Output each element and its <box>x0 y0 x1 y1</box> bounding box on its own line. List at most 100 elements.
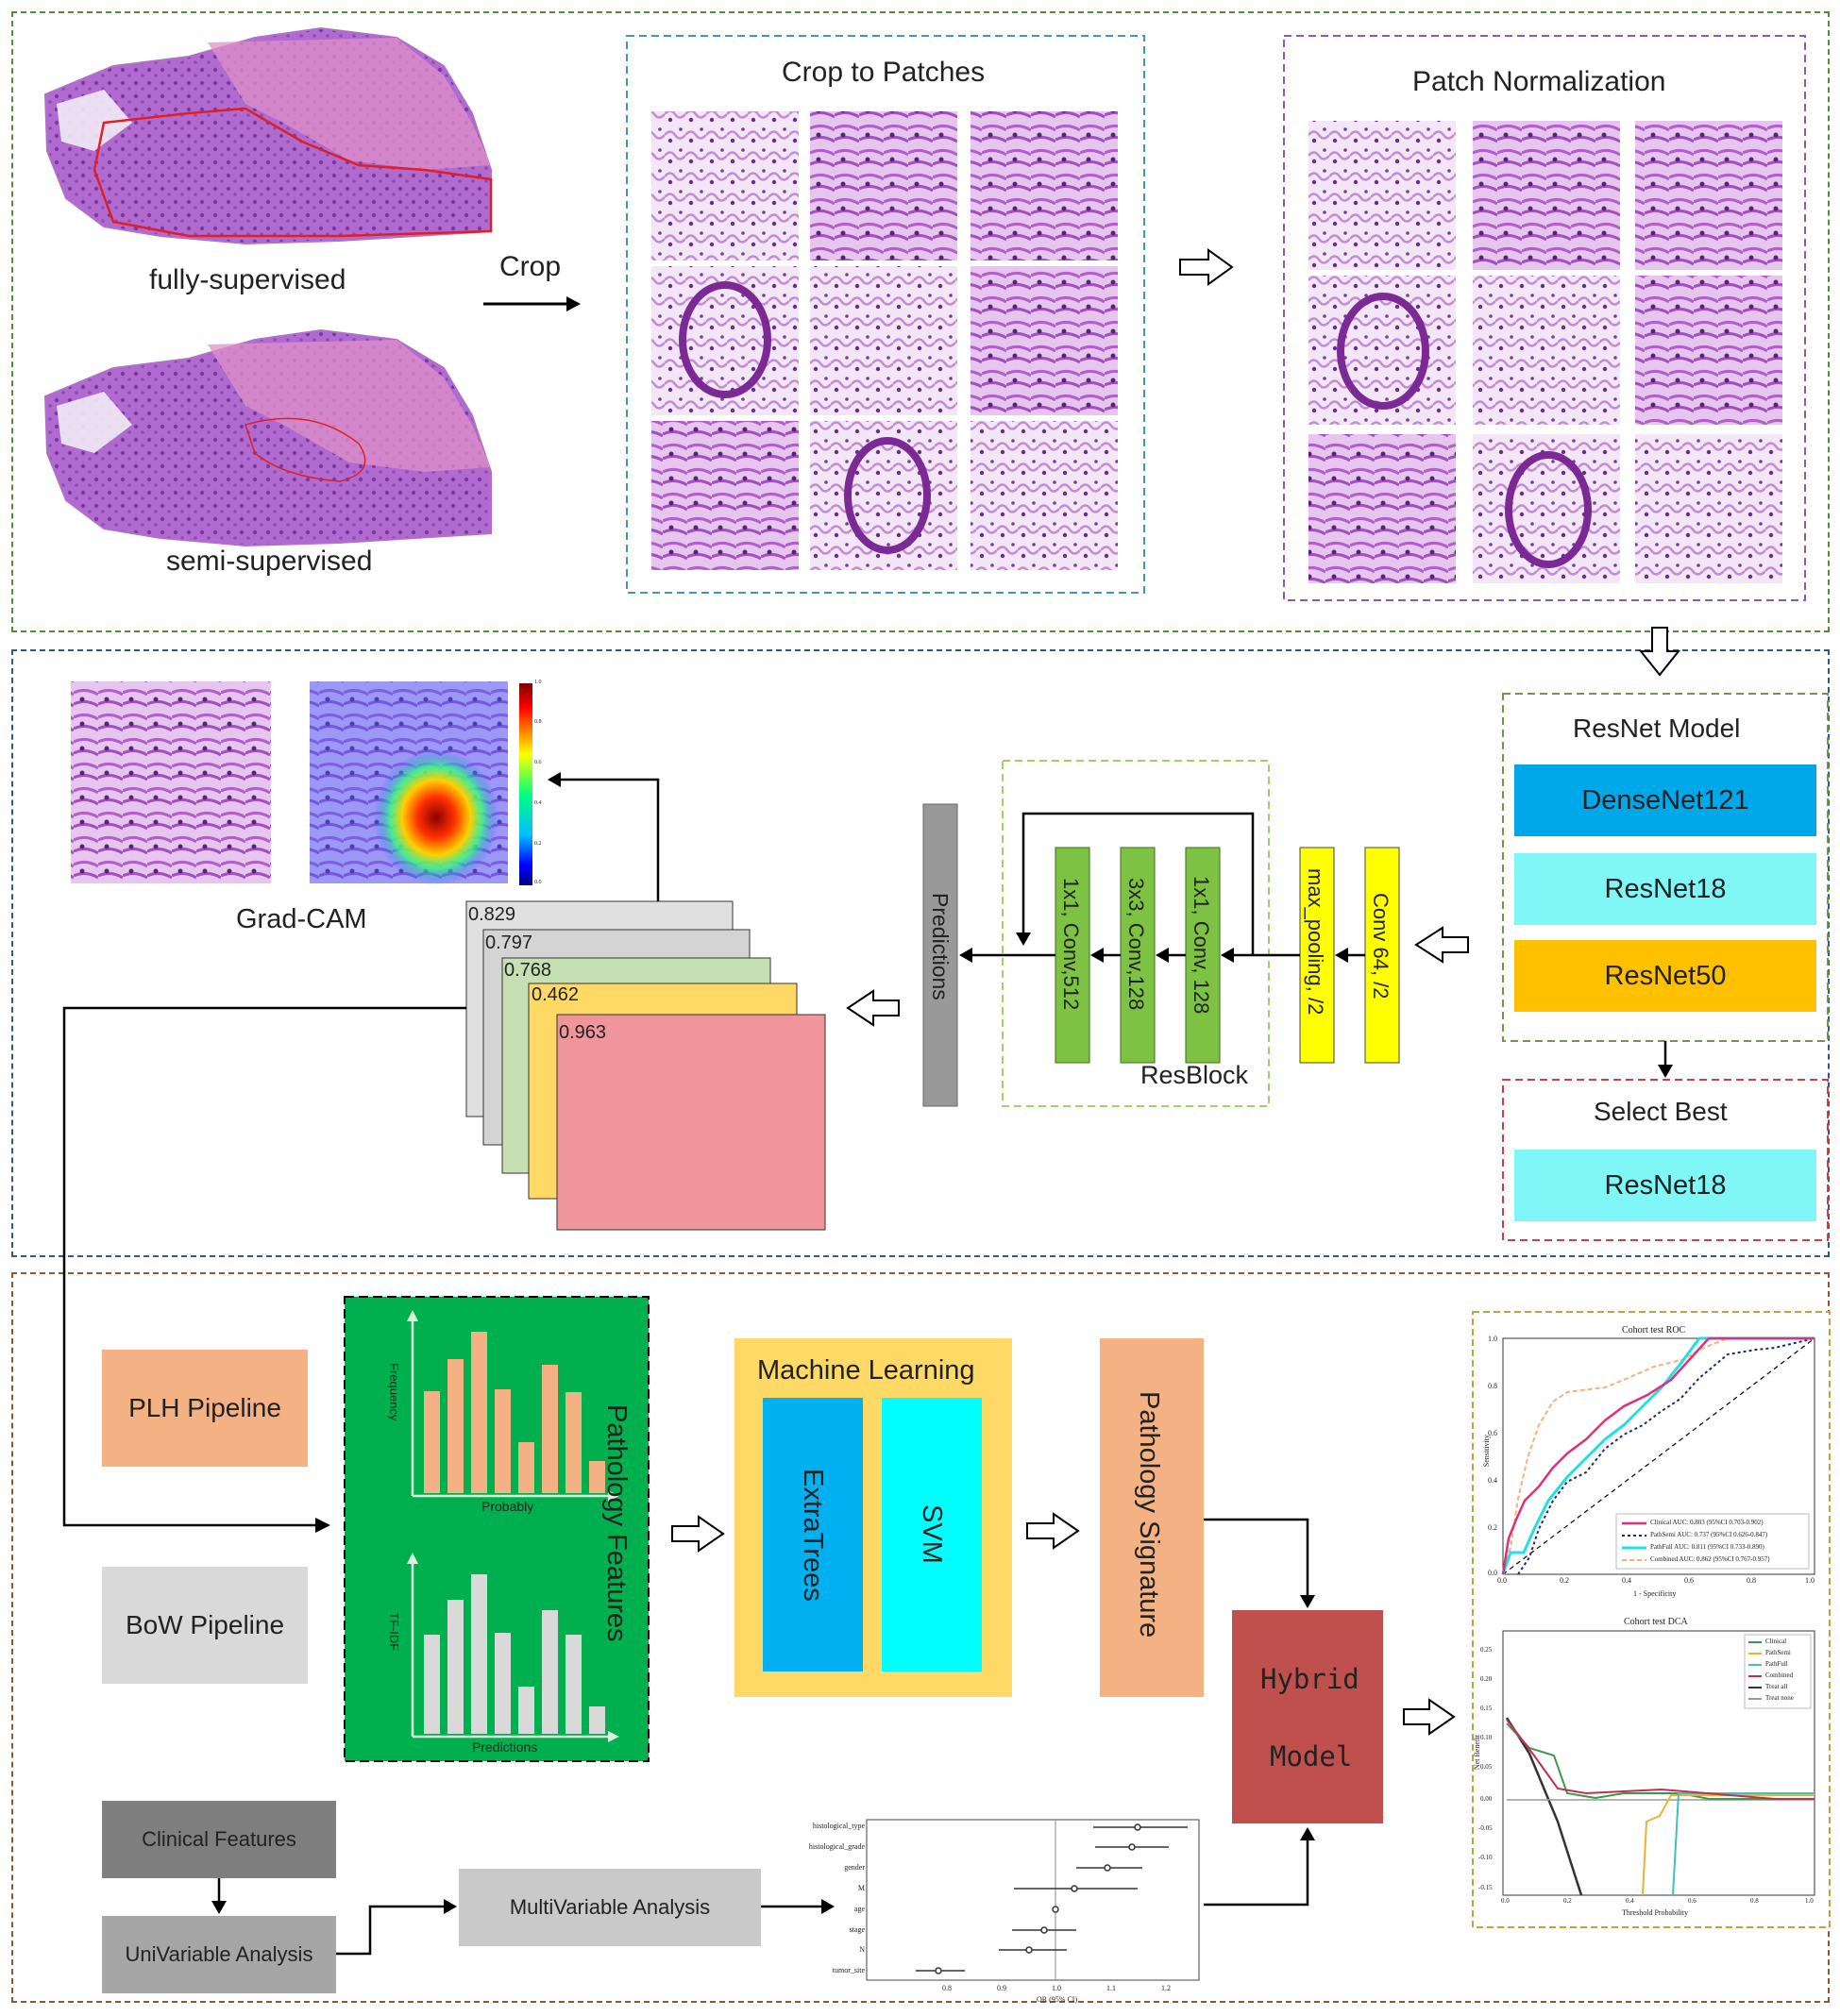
colorbar-tick-2: 0.8 <box>534 719 542 725</box>
roc-ytick-2: 0.8 <box>1488 1382 1497 1390</box>
forest-row-6: stage <box>849 1925 865 1934</box>
normalized-patch-grid <box>1308 121 1782 583</box>
forest-row-2: histological_grade <box>808 1842 865 1851</box>
roc-legend-pathfull: PathFull AUC: 0.811 (95%CI 0.733-0.890) <box>1650 1543 1764 1551</box>
multivariable-analysis: MultiVariable Analysis <box>509 1895 711 1919</box>
prediction-card-5 <box>556 1014 826 1231</box>
colorbar-tick-3: 0.6 <box>534 760 542 765</box>
roc-xtick-1: 0.0 <box>1497 1576 1507 1585</box>
crop-patch-grid <box>651 111 1118 570</box>
dca-xtick-6: 1.0 <box>1805 1897 1814 1905</box>
dca-ytick-7: -0.05 <box>1478 1824 1493 1832</box>
model-resnet18[interactable]: ResNet18 <box>1514 853 1816 925</box>
dca-pathfull <box>1672 1792 1815 1896</box>
layer-conv-64: Conv 64, /2 <box>1369 893 1393 1000</box>
dca-combined <box>1506 1719 1815 1800</box>
model-resnet50[interactable]: ResNet50 <box>1514 940 1816 1012</box>
ml-svm: SVM <box>917 1504 947 1564</box>
colorbar-tick-5: 0.2 <box>534 841 542 847</box>
colorbar-tick-6: 0.0 <box>534 880 542 885</box>
plh-pipeline: PLH Pipeline <box>128 1393 281 1422</box>
roc-ytick-4: 0.4 <box>1488 1476 1497 1485</box>
forest-row-7: N <box>859 1945 865 1954</box>
dca-legend-pathfull: PathFull <box>1765 1660 1788 1668</box>
hist1-ylabel: Frequency <box>387 1363 401 1421</box>
resblock-box <box>1002 760 1270 1107</box>
hybrid-model-line2: Model <box>1270 1740 1353 1772</box>
dca-title: Cohort test DCA <box>1624 1617 1688 1627</box>
layer-max-pooling: max_pooling, /2 <box>1304 868 1327 1016</box>
clinical-features: Clinical Features <box>142 1827 296 1851</box>
layer-conv-1x1-128: 1x1, Conv, 128 <box>1190 876 1213 1015</box>
dca-ytick-1: 0.25 <box>1480 1646 1493 1654</box>
hist2-bars <box>424 1574 605 1734</box>
roc-ylabel: Sensitivity <box>1482 1435 1491 1468</box>
forest-xtick-5: 1.2 <box>1161 1984 1171 1992</box>
ml-extratrees: ExtraTrees <box>798 1469 828 1602</box>
resblock-label: ResBlock <box>1140 1061 1249 1089</box>
forest-xtick-2: 0.9 <box>997 1984 1006 1992</box>
hist1-bars <box>424 1332 605 1493</box>
dca-xtick-1: 0.0 <box>1501 1897 1510 1905</box>
select-best-title: Select Best <box>1594 1097 1728 1126</box>
dca-legend-clinical: Clinical <box>1765 1638 1787 1645</box>
roc-xlabel: 1 - Specificity <box>1633 1589 1677 1598</box>
univariable-analysis: UniVariable Analysis <box>125 1942 313 1966</box>
roc-xtick-2: 0.2 <box>1560 1576 1569 1585</box>
forest-row-5: age <box>853 1905 865 1913</box>
hist1-xlabel: Probably <box>481 1499 534 1514</box>
dca-xtick-5: 0.8 <box>1750 1897 1759 1905</box>
roc-xtick-5: 0.8 <box>1747 1576 1756 1585</box>
dca-ytick-2: 0.20 <box>1480 1675 1493 1683</box>
forest-row-4: M <box>857 1884 865 1892</box>
layer-conv-512: 1x1, Conv,512 <box>1059 878 1083 1011</box>
gradcam-label: Grad-CAM <box>236 904 367 934</box>
forest-row-1: histological_type <box>812 1822 865 1830</box>
dca-ytick-9: -0.15 <box>1478 1884 1493 1891</box>
hist2-ylabel: TF-IDF <box>387 1612 401 1652</box>
crop-patches-title: Crop to Patches <box>782 57 986 88</box>
forest-row-8: tumor_site <box>832 1966 865 1974</box>
dca-ytick-3: 0.15 <box>1480 1705 1493 1712</box>
colorbar-tick-1: 1.0 <box>534 680 542 685</box>
semi-supervised-label: semi-supervised <box>166 546 373 577</box>
colorbar-tick-4: 0.4 <box>534 800 542 806</box>
dca-legend-combined: Combined <box>1765 1672 1794 1679</box>
score-card-3: 0.768 <box>504 960 552 981</box>
gradcam-colorbar <box>519 683 532 885</box>
pathology-signature: Pathology Signature <box>1134 1391 1164 1638</box>
best-model-resnet18[interactable]: ResNet18 <box>1514 1150 1816 1221</box>
hybrid-model-line1: Hybrid <box>1260 1663 1359 1695</box>
patch-normalization-title: Patch Normalization <box>1412 66 1666 97</box>
dca-ytick-6: 0.00 <box>1480 1795 1493 1803</box>
score-card-5: 0.963 <box>559 1022 607 1043</box>
roc-legend-clinical: Clinical AUC: 0.803 (95%CI 0.703-0.902) <box>1650 1519 1764 1526</box>
gradcam-original-patch <box>71 681 271 883</box>
model-densenet121[interactable]: DenseNet121 <box>1514 764 1816 836</box>
dca-xtick-2: 0.2 <box>1563 1897 1572 1905</box>
dca-clinical <box>1506 1722 1815 1800</box>
dca-xtick-3: 0.4 <box>1626 1897 1634 1905</box>
roc-curve-pathfull <box>1501 1336 1815 1575</box>
dca-xtick-4: 0.6 <box>1688 1897 1697 1905</box>
forest-row-3: gender <box>844 1863 865 1872</box>
dca-ytick-4: 0.10 <box>1480 1734 1493 1741</box>
roc-legend-pathsemi: PathSemi AUC: 0.737 (95%CI 0.626-0.847) <box>1650 1531 1768 1538</box>
roc-xtick-3: 0.4 <box>1622 1576 1631 1585</box>
ml-title: Machine Learning <box>757 1355 975 1386</box>
score-card-2: 0.797 <box>485 932 533 953</box>
roc-ytick-1: 1.0 <box>1488 1335 1497 1343</box>
predictions-label: Predictions <box>928 893 953 1000</box>
roc-title: Cohort test ROC <box>1622 1325 1686 1336</box>
predictions-bar <box>922 803 958 1107</box>
dca-xlabel: Threshold Probability <box>1622 1908 1688 1917</box>
forest-intervals <box>916 1823 1188 1974</box>
roc-ytick-3: 0.6 <box>1488 1429 1497 1437</box>
roc-curve-clinical <box>1501 1336 1815 1575</box>
select-best-box <box>1502 1079 1829 1241</box>
roc-xtick-4: 0.6 <box>1684 1576 1694 1585</box>
crop-label: Crop <box>499 251 562 282</box>
hist2-xlabel: Predictions <box>472 1739 538 1755</box>
forest-xtick-4: 1.1 <box>1106 1984 1116 1992</box>
